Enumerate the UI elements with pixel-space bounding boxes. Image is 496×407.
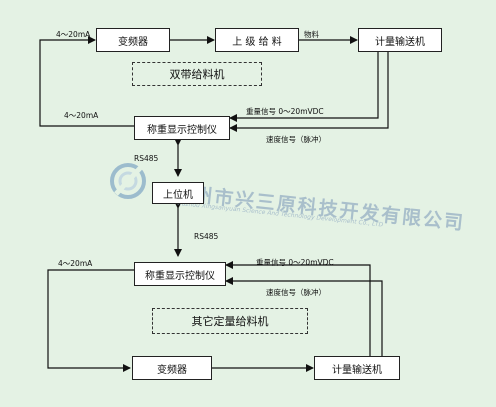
label-rs485-bottom: RS485 bbox=[194, 232, 219, 241]
group-label-top: 双带给料机 bbox=[132, 62, 262, 86]
controller-bottom-box: 称重显示控制仪 bbox=[134, 262, 226, 286]
host-pc-box: 上位机 bbox=[152, 182, 204, 204]
belt-scale-bottom-box: 计量输送机 bbox=[314, 356, 400, 380]
label-weight-signal-top: 重量信号 0～20mVDC bbox=[246, 107, 324, 116]
label-speed-signal-top: 速度信号（脉冲） bbox=[266, 135, 326, 144]
inverter-top-box: 变频器 bbox=[96, 28, 170, 52]
label-material: 物料 bbox=[304, 30, 319, 39]
controller-top-box: 称重显示控制仪 bbox=[134, 116, 230, 140]
label-current-bottom: 4～20mA bbox=[58, 259, 93, 268]
inverter-bottom-box: 变频器 bbox=[132, 356, 212, 380]
label-current-top-ctrl: 4～20mA bbox=[64, 111, 99, 120]
watermark-logo-icon bbox=[110, 163, 146, 199]
label-speed-signal-bottom: 速度信号（脉冲） bbox=[266, 288, 326, 297]
label-weight-signal-bottom: 重量信号 0～20mVDC bbox=[256, 258, 334, 267]
belt-scale-top-box: 计量输送机 bbox=[358, 28, 442, 52]
feeder-top-box: 上 级 给 料 bbox=[215, 28, 299, 52]
label-rs485-top: RS485 bbox=[134, 154, 159, 163]
label-current-top-left: 4～20mA bbox=[56, 30, 91, 39]
group-label-bottom: 其它定量给料机 bbox=[152, 308, 308, 334]
